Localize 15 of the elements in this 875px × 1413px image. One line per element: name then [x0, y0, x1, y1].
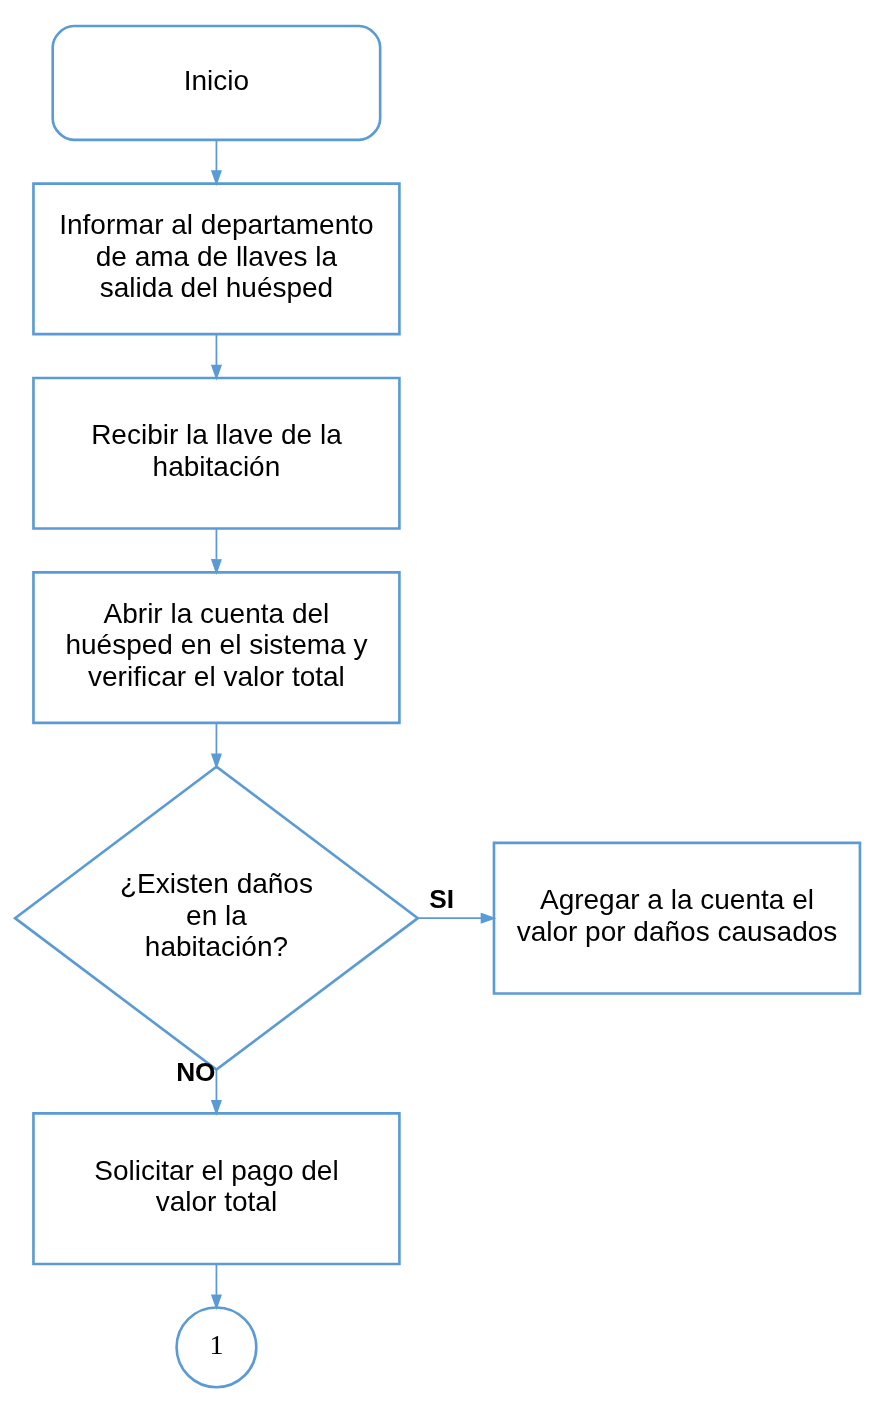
- arrow: [417, 912, 497, 924]
- arrow: [210, 1068, 222, 1116]
- arrow: [210, 1263, 222, 1311]
- arrow: [210, 139, 222, 187]
- node-box: Agregar a la cuenta el valor por daños causados: [492, 841, 862, 995]
- edge-label: SI: [429, 883, 455, 914]
- node-box: Recibir la llave de la habitación: [32, 376, 401, 530]
- arrow: [210, 333, 222, 381]
- node-circle: 1: [175, 1306, 258, 1389]
- arrow: [210, 722, 222, 770]
- node-box: Informar al departamento de ama de llaves la salida del huésped: [32, 182, 401, 336]
- node-box: Solicitar el pago del valor total: [32, 1112, 401, 1266]
- arrow: [210, 527, 222, 575]
- node-box: Abrir la cuenta del huésped en el sistema y verificar el valor total: [32, 571, 401, 725]
- node-box: Inicio: [51, 24, 382, 142]
